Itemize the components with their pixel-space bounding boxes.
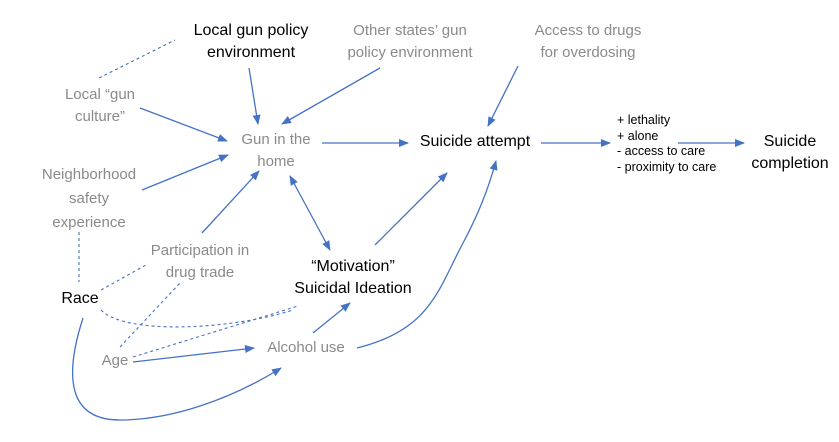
edge-age-to-alcohol	[132, 345, 255, 363]
assoc-age-drugtrade	[119, 282, 181, 348]
node-local-gun-policy-line-2: environment	[206, 44, 296, 61]
node-motivation-line-1: “Motivation”	[311, 258, 395, 275]
edge-culture-to-gun	[139, 107, 228, 142]
node-other-states-policy: Other states’ gun policy environment	[330, 20, 490, 64]
node-local-gun-culture: Local “gun culture”	[45, 84, 155, 128]
edge-motivation-to-attempt	[374, 172, 448, 246]
node-suicide-completion: Suicide completion	[746, 131, 834, 175]
node-alcohol-use: Alcohol use	[256, 337, 356, 359]
node-age-line-1: Age	[101, 352, 129, 369]
node-race-line-1: Race	[61, 290, 99, 307]
node-drug-trade-line-1: Participation in	[150, 242, 250, 259]
node-local-gun-policy-line-1: Local gun policy	[193, 22, 309, 39]
node-other-states-policy-line-1: Other states’ gun	[353, 22, 467, 39]
node-access-to-drugs-line-2: for overdosing	[540, 44, 636, 61]
edge-alcohol-to-attempt	[356, 160, 498, 349]
node-outcome-modifiers: + lethality + alone - access to care - p…	[617, 113, 737, 175]
node-suicide-attempt: Suicide attempt	[410, 131, 540, 153]
assoc-race-drugtrade	[100, 264, 147, 291]
node-access-to-drugs-line-1: Access to drugs	[534, 22, 642, 39]
edge-race-to-alcohol	[72, 317, 282, 421]
edge-drugs-to-attempt	[487, 65, 519, 127]
node-suicide-completion-line-1: Suicide	[763, 133, 817, 150]
edge-gun-motivation-bidirectional	[289, 175, 331, 251]
node-alcohol-use-line-1: Alcohol use	[267, 339, 345, 356]
node-other-states-policy-line-2: policy environment	[347, 44, 473, 61]
node-gun-in-home-line-1: Gun in the	[241, 131, 311, 148]
edge-other-states-to-gun	[281, 67, 381, 125]
node-neighborhood-safety-line-2: safety	[68, 190, 110, 207]
node-neighborhood-safety: Neighborhood safety experience	[25, 163, 153, 235]
node-suicide-completion-line-2: completion	[751, 155, 829, 172]
modifier-lethality: + lethality	[617, 113, 671, 127]
node-gun-in-home: Gun in the home	[226, 129, 326, 173]
edge-drugtrade-to-gun	[201, 170, 260, 234]
node-access-to-drugs: Access to drugs for overdosing	[518, 20, 658, 64]
node-local-gun-culture-line-2: culture”	[74, 108, 126, 125]
node-local-gun-policy: Local gun policy environment	[176, 20, 326, 64]
assoc-race-motivation	[100, 309, 294, 328]
node-local-gun-culture-line-1: Local “gun	[64, 86, 136, 103]
edge-neighborhood-to-gun	[141, 154, 229, 191]
node-motivation-line-2: Suicidal Ideation	[294, 280, 412, 297]
node-drug-trade-line-2: drug trade	[165, 264, 235, 281]
modifier-proximity-to-care: - proximity to care	[617, 159, 717, 174]
node-motivation: “Motivation” Suicidal Ideation	[278, 256, 428, 300]
modifier-alone: + alone	[617, 128, 659, 143]
node-neighborhood-safety-line-3: experience	[52, 214, 126, 231]
node-neighborhood-safety-line-1: Neighborhood	[41, 166, 137, 183]
modifier-access-to-care: - access to care	[617, 144, 706, 158]
node-drug-trade: Participation in drug trade	[135, 240, 265, 284]
edge-alcohol-to-motivation	[312, 302, 351, 334]
edge-local-policy-to-gun	[248, 67, 261, 125]
assoc-culture-policy	[98, 39, 176, 79]
node-gun-in-home-line-2: home	[257, 153, 295, 170]
node-age: Age	[93, 350, 137, 372]
assoc-age-motivation	[132, 305, 299, 358]
node-suicide-attempt-line-1: Suicide attempt	[419, 133, 531, 150]
node-race: Race	[55, 288, 105, 310]
